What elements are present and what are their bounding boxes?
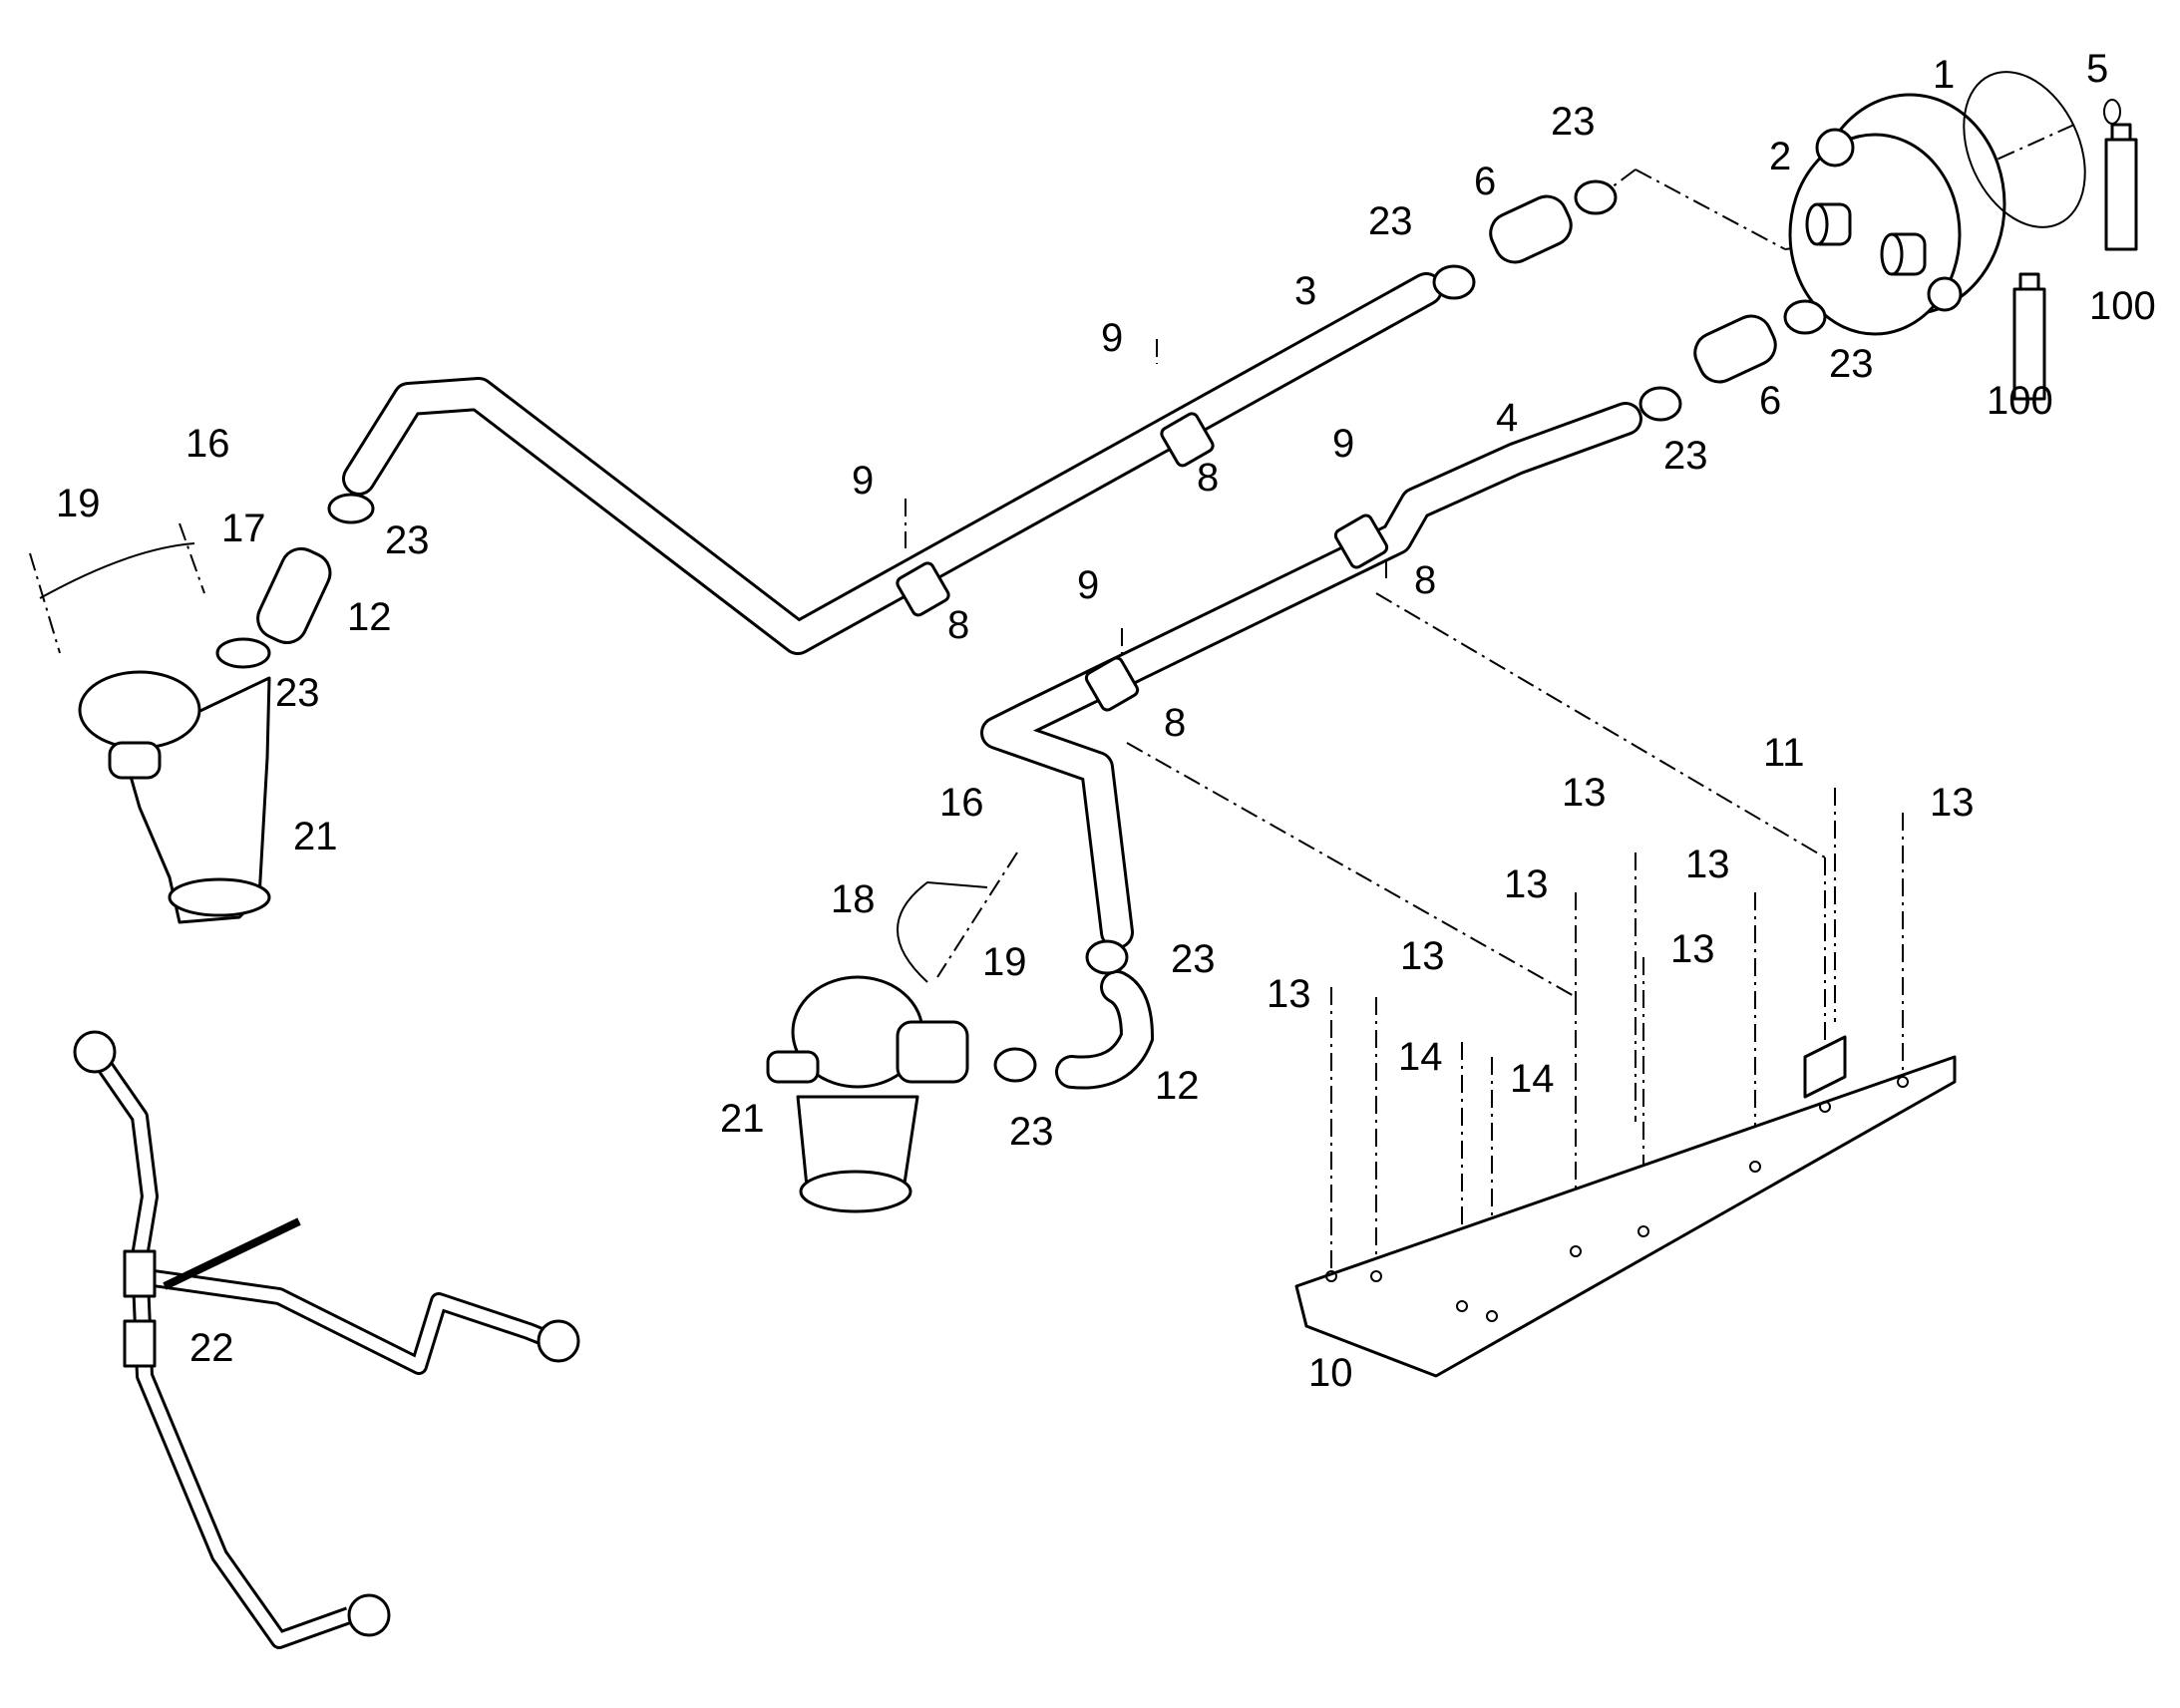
callout-8: 8 bbox=[947, 603, 969, 647]
callout-100: 100 bbox=[2089, 284, 2156, 328]
callout-23: 23 bbox=[1829, 342, 1874, 386]
callout-9: 9 bbox=[1332, 422, 1354, 466]
callout-11: 11 bbox=[1763, 731, 1805, 775]
callout-23: 23 bbox=[275, 671, 320, 715]
callout-13: 13 bbox=[1930, 781, 1975, 825]
callout-1: 1 bbox=[1933, 53, 1955, 97]
callout-23: 23 bbox=[1368, 199, 1413, 243]
callout-13: 13 bbox=[1685, 843, 1730, 886]
callout-23: 23 bbox=[1009, 1110, 1054, 1154]
callout-16: 16 bbox=[185, 422, 230, 466]
callout-23: 23 bbox=[385, 518, 430, 562]
assembly-lines bbox=[29, 124, 2075, 1316]
callout-3: 3 bbox=[1294, 269, 1316, 313]
callout-21: 21 bbox=[293, 815, 338, 858]
callout-16: 16 bbox=[939, 781, 984, 825]
callout-14: 14 bbox=[1510, 1057, 1555, 1101]
callout-21: 21 bbox=[720, 1097, 765, 1141]
callout-6: 6 bbox=[1474, 160, 1496, 203]
pipe-assembly-22 bbox=[73, 1030, 580, 1649]
base-plate-10 bbox=[1294, 1035, 1957, 1378]
callout-19: 19 bbox=[982, 940, 1027, 984]
callout-12: 12 bbox=[1155, 1064, 1200, 1108]
callout-13: 13 bbox=[1267, 972, 1311, 1016]
callout-5: 5 bbox=[2086, 47, 2108, 91]
callout-8: 8 bbox=[1414, 558, 1436, 602]
callout-2: 2 bbox=[1769, 135, 1791, 178]
callout-12: 12 bbox=[347, 595, 392, 639]
callout-22: 22 bbox=[189, 1326, 234, 1370]
sleeves-and-clamps bbox=[1432, 179, 1827, 422]
callout-23: 23 bbox=[1551, 100, 1596, 144]
callout-13: 13 bbox=[1562, 771, 1607, 815]
callout-14: 14 bbox=[1398, 1035, 1443, 1079]
callout-23: 23 bbox=[1663, 434, 1708, 478]
callout-9: 9 bbox=[852, 459, 874, 503]
housing-assembly bbox=[1788, 71, 2138, 401]
unit-21-center bbox=[766, 880, 1155, 1213]
pipe-3 bbox=[342, 272, 1443, 655]
callout-13: 13 bbox=[1400, 934, 1445, 978]
callout-10: 10 bbox=[1308, 1351, 1353, 1395]
callout-19: 19 bbox=[56, 482, 101, 525]
callout-labels: 1 5 2 23 6 23 3 100 100 23 6 23 4 9 9 9 … bbox=[56, 47, 2156, 1395]
callout-100: 100 bbox=[1987, 379, 2053, 423]
callout-17: 17 bbox=[221, 507, 266, 550]
callout-13: 13 bbox=[1670, 927, 1715, 971]
callout-8: 8 bbox=[1164, 701, 1186, 745]
callout-8: 8 bbox=[1197, 456, 1219, 500]
unit-21-left bbox=[39, 493, 375, 924]
callout-9: 9 bbox=[1077, 563, 1099, 607]
callout-13: 13 bbox=[1504, 862, 1549, 906]
callout-9: 9 bbox=[1101, 316, 1123, 360]
callout-18: 18 bbox=[831, 877, 876, 921]
callout-23: 23 bbox=[1171, 937, 1216, 981]
callout-4: 4 bbox=[1496, 396, 1518, 440]
pipe-4 bbox=[980, 402, 1642, 949]
callout-6: 6 bbox=[1759, 379, 1781, 423]
